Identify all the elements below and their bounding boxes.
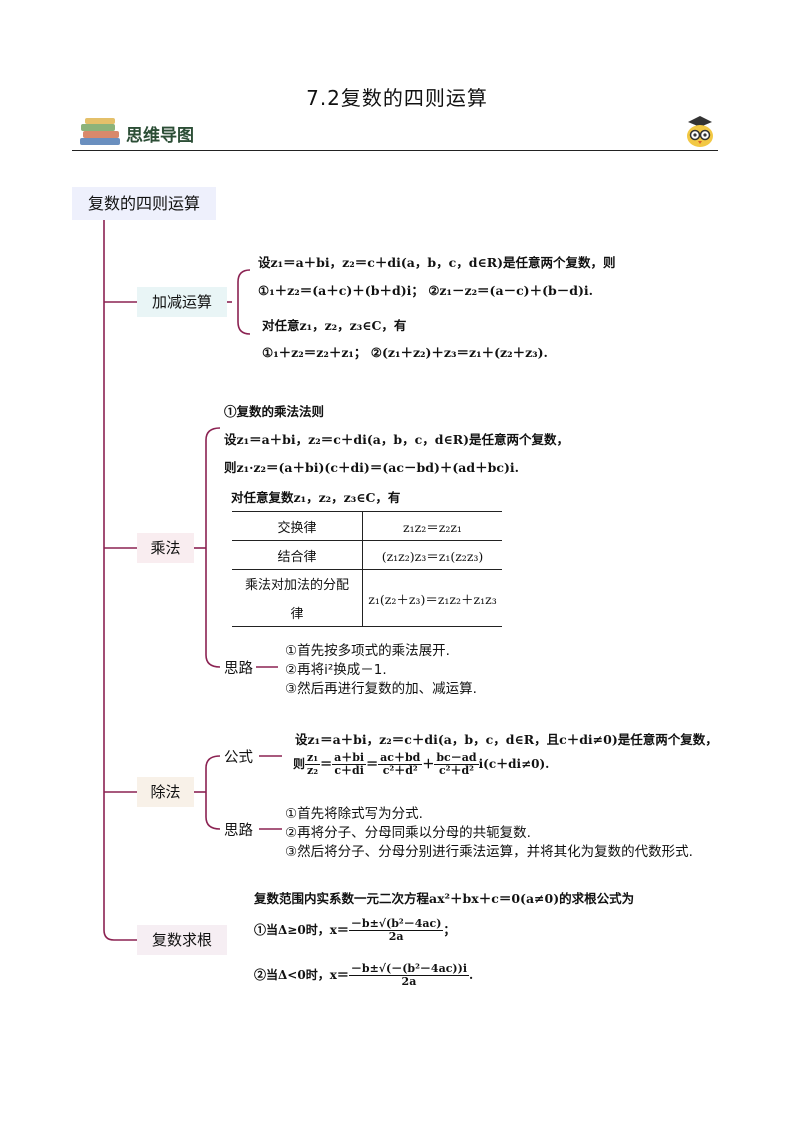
case-1-suffix: ； (443, 923, 455, 937)
frac-den: c²＋d² (434, 765, 478, 777)
mul-line-2: 则z₁·z₂＝(a＋bi)(c＋di)＝(ac－bd)＋(ad＋bc)i. (224, 457, 519, 476)
div-formula-suffix: i(c＋di≠0). (479, 757, 550, 771)
table-row: 结合律 (z₁z₂)z₃＝z₁(z₂z₃) (232, 541, 502, 570)
div-formula-prefix: 则 (293, 757, 305, 771)
add-line-2: ①₁＋z₂＝(a＋c)＋(b＋d)i； ②z₁－z₂＝(a－c)＋(b－d)i. (258, 280, 593, 299)
div-idea-2: ②再将分子、分母同乘以分母的共轭复数. (285, 821, 531, 841)
law-formula: z₁z₂＝z₂z₁ (363, 512, 503, 541)
mul-heading: ①复数的乘法法则 (224, 401, 324, 420)
law-formula: z₁(z₂＋z₃)＝z₁z₂＋z₁z₃ (363, 570, 503, 627)
div-formula-line-1: 设z₁＝a＋bi，z₂＝c＋di(a，b，c，d∈R，且c＋di≠0)是任意两个… (295, 729, 718, 748)
case-2-prefix: ②当Δ<0时，x＝ (254, 968, 349, 982)
law-name-line-1: 乘法对加法的分配 (232, 574, 362, 593)
node-add-sub: 加减运算 (137, 287, 227, 317)
add-line-3: 对任意z₁，z₂，z₃∈C，有 (262, 315, 406, 334)
table-row: 乘法对加法的分配 律 z₁(z₂＋z₃)＝z₁z₂＋z₁z₃ (232, 570, 502, 627)
node-root-formula: 复数求根 (137, 925, 227, 955)
root-intro: 复数范围内实系数一元二次方程ax²＋bx＋c＝0(a≠0)的求根公式为 (254, 888, 634, 907)
table-row: 交换律 z₁z₂＝z₂z₁ (232, 512, 502, 541)
mul-idea-2: ②再将i²换成－1. (285, 658, 387, 678)
law-name: 交换律 (232, 512, 363, 541)
frac-den: 2a (349, 931, 444, 943)
law-name: 结合律 (232, 541, 363, 570)
div-idea-1: ①首先将除式写为分式. (285, 802, 423, 822)
law-name-line-2: 律 (232, 603, 362, 622)
div-idea-label: 思路 (224, 819, 253, 840)
root-node: 复数的四则运算 (72, 187, 216, 220)
law-formula: (z₁z₂)z₃＝z₁(z₂z₃) (363, 541, 503, 570)
mul-idea-label: 思路 (224, 657, 253, 678)
div-idea-3: ③然后将分子、分母分别进行乘法运算，并将其化为复数的代数形式. (285, 840, 693, 860)
mul-line-1: 设z₁＝a＋bi，z₂＝c＋di(a，b，c，d∈R)是任意两个复数， (224, 429, 569, 448)
mul-idea-3: ③然后再进行复数的加、减运算. (285, 677, 477, 697)
node-multiply: 乘法 (137, 533, 194, 563)
root-case-1: ①当Δ≥0时，x＝－b±√(b²－4ac)2a； (254, 918, 455, 943)
mul-idea-1: ①首先按多项式的乘法展开. (285, 639, 450, 659)
div-formula-label: 公式 (224, 746, 253, 767)
frac-den: c＋di (332, 765, 366, 777)
node-divide: 除法 (137, 777, 194, 807)
fraction-case-1: －b±√(b²－4ac)2a (349, 918, 444, 943)
mul-line-3: 对任意复数z₁，z₂，z₃∈C，有 (231, 487, 400, 506)
case-1-prefix: ①当Δ≥0时，x＝ (254, 923, 349, 937)
frac-den: 2a (349, 976, 469, 988)
case-2-suffix: . (469, 968, 473, 982)
add-line-4: ①₁＋z₂＝z₂＋z₁； ②(z₁＋z₂)＋z₃＝z₁＋(z₂＋z₃). (262, 342, 548, 361)
multiplication-laws-table: 交换律 z₁z₂＝z₂z₁ 结合律 (z₁z₂)z₃＝z₁(z₂z₃) 乘法对加… (232, 511, 502, 627)
frac-den: c²＋d² (378, 765, 422, 777)
add-line-1: 设z₁＝a＋bi，z₂＝c＋di(a，b，c，d∈R)是任意两个复数，则 (258, 252, 616, 271)
frac-den: z₂ (305, 765, 320, 777)
law-name: 乘法对加法的分配 律 (232, 570, 363, 627)
